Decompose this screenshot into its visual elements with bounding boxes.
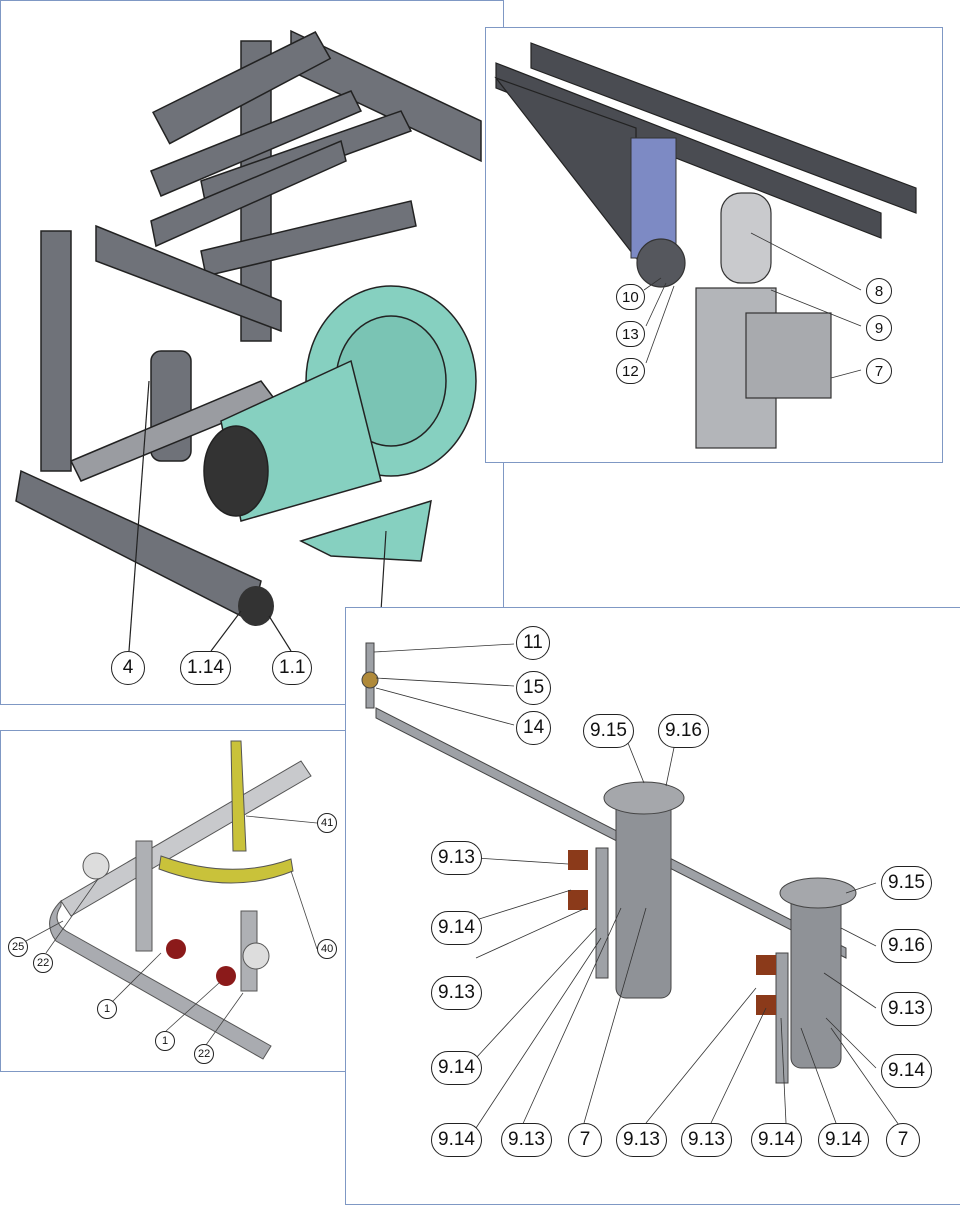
callout-11: 11	[516, 626, 550, 660]
callout-7: 7	[886, 1123, 920, 1157]
callout-9-14: 9.14	[431, 1051, 482, 1085]
callout-9-14: 9.14	[881, 1054, 932, 1088]
callout-9-16: 9.16	[658, 714, 709, 748]
callout-1-1: 1.1	[272, 651, 313, 685]
callout-7: 7	[568, 1123, 602, 1157]
motor-assembly-panel: 8 9 7 10 13 12	[485, 27, 943, 463]
callout-15: 15	[516, 671, 552, 705]
callout-1: 1	[155, 1031, 175, 1051]
callout-9-14: 9.14	[751, 1123, 802, 1157]
callout-9: 9	[866, 315, 892, 341]
filter-assembly-drawing	[361, 642, 902, 1129]
blower-assembly-panel: 4 1.14 1.1	[0, 0, 504, 705]
callout-10: 10	[616, 284, 645, 310]
callout-9-14: 9.14	[431, 1123, 482, 1157]
callout-22: 22	[33, 953, 54, 973]
callout-13: 13	[616, 321, 645, 347]
callout-1: 1	[97, 999, 117, 1019]
callout-8: 8	[866, 278, 892, 304]
callout-1-14: 1.14	[180, 651, 231, 685]
callout-9-15: 9.15	[583, 714, 634, 748]
valve-assembly-drawing	[25, 740, 318, 1060]
motor-assembly-drawing	[494, 42, 917, 449]
callout-41: 41	[317, 813, 338, 833]
callout-9-13: 9.13	[681, 1123, 732, 1157]
callout-9-13: 9.13	[431, 976, 482, 1010]
callout-40: 40	[317, 939, 338, 959]
callout-9-14: 9.14	[431, 911, 482, 945]
valve-assembly-panel: 41 40 25 22 1 1 22	[0, 730, 362, 1072]
filter-assembly-panel: 11 15 14 9.15 9.16 9.13 9.14 9.13 9.14 9…	[345, 607, 960, 1205]
callout-25: 25	[8, 937, 29, 957]
callout-4: 4	[111, 651, 145, 685]
callout-9-13: 9.13	[431, 841, 482, 875]
callout-9-16: 9.16	[881, 929, 932, 963]
callout-9-13: 9.13	[616, 1123, 667, 1157]
callout-12: 12	[616, 358, 645, 384]
callout-7: 7	[866, 358, 892, 384]
callout-9-14: 9.14	[818, 1123, 869, 1157]
callout-22: 22	[194, 1044, 215, 1064]
callout-9-13: 9.13	[501, 1123, 552, 1157]
callout-14: 14	[516, 711, 552, 745]
callout-9-13: 9.13	[881, 992, 932, 1026]
callout-9-15: 9.15	[881, 866, 932, 900]
blower-assembly-drawing	[15, 29, 482, 652]
